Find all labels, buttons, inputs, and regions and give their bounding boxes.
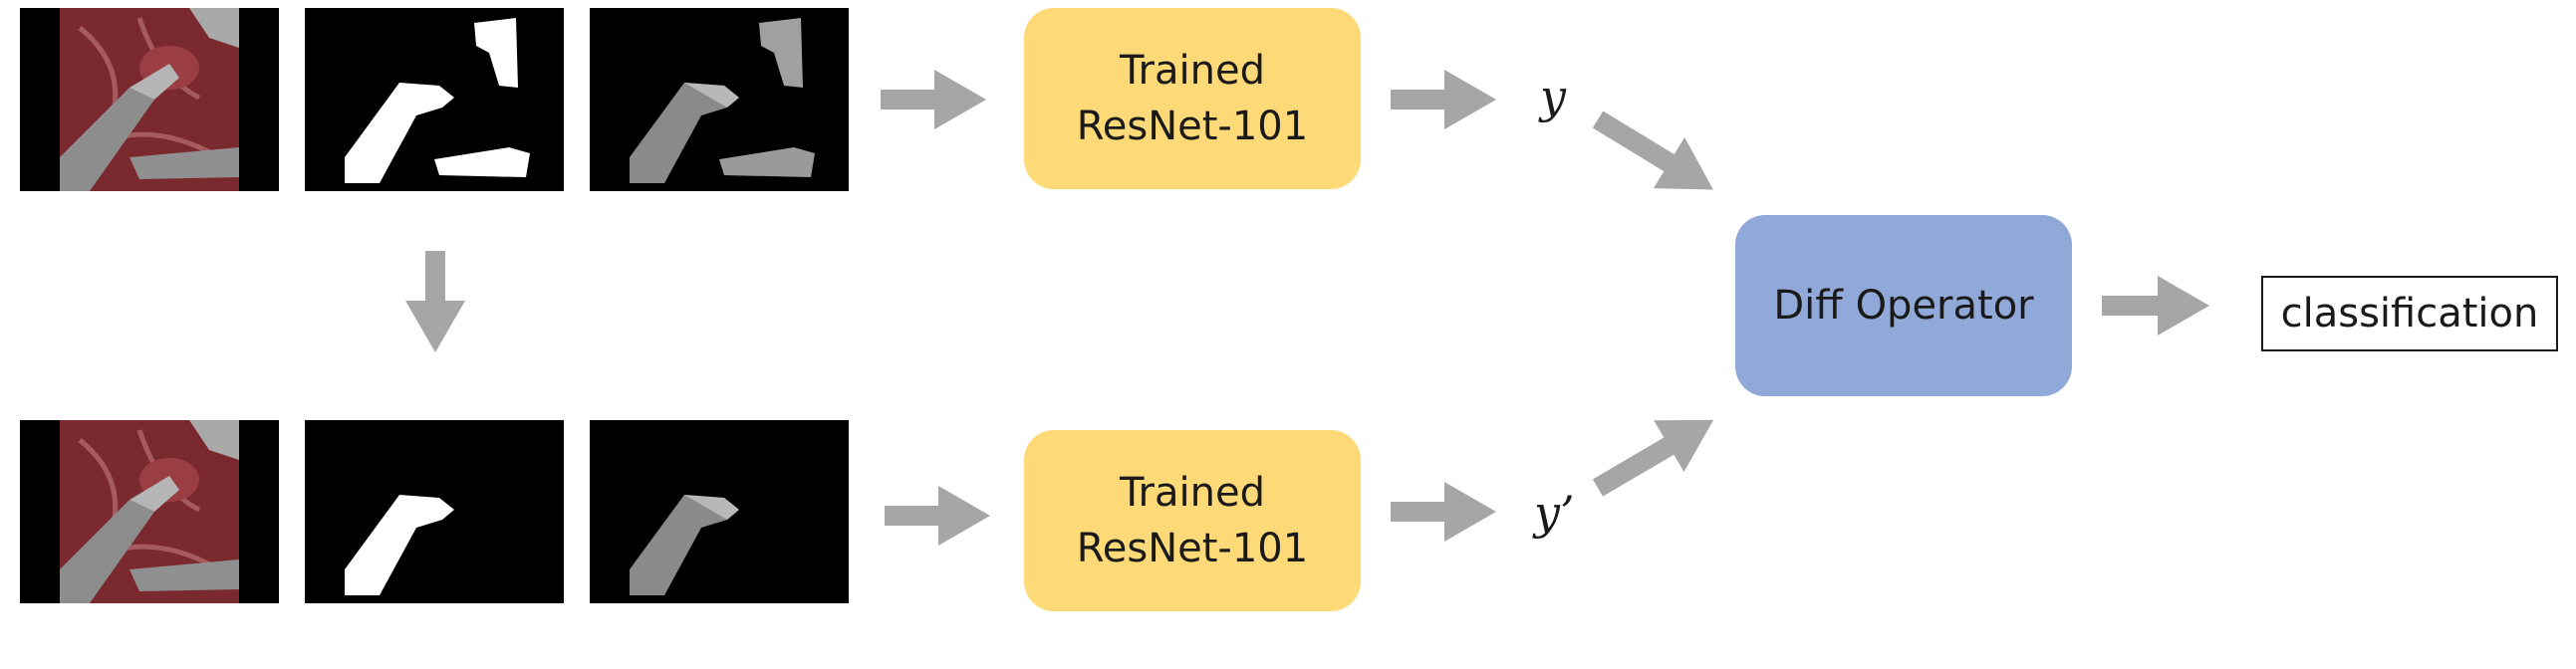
top-instrument-mask [305,8,564,191]
top-resnet-label-line2: ResNet-101 [1076,104,1309,149]
arrow-y-to-diff [1592,111,1713,190]
bottom-resnet-box: Trained ResNet-101 [1024,430,1361,611]
top-surgical-frame [20,8,279,191]
arrow-yprime-to-diff [1592,419,1714,497]
classification-label: classification [2280,291,2539,336]
bottom-masked-frame [590,420,849,603]
bottom-instrument-mask [305,420,564,603]
top-resnet-label-line1: Trained [1120,48,1265,94]
top-masked-frame [590,8,849,191]
bottom-surgical-frame [20,420,279,603]
classification-box: classification [2261,276,2558,351]
bottom-resnet-label-line2: ResNet-101 [1076,526,1309,571]
diff-operator-box: Diff Operator [1735,215,2072,396]
diff-operator-label: Diff Operator [1773,283,2034,329]
bottom-resnet-label-line1: Trained [1120,470,1265,516]
bottom-output-yprime: y’ [1534,486,1575,540]
top-resnet-box: Trained ResNet-101 [1024,8,1361,189]
top-output-y: y [1540,70,1566,123]
